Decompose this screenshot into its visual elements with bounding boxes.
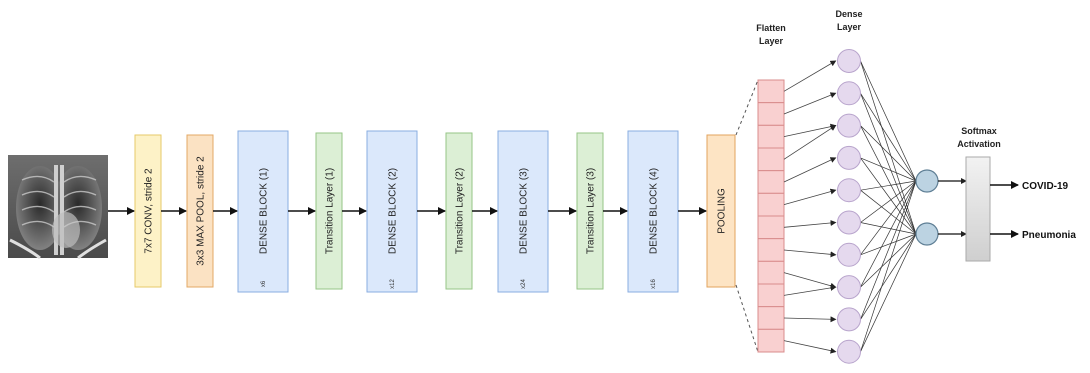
block-dense4: DENSE BLOCK (4) x16 bbox=[627, 130, 679, 293]
dense-to-output-connection bbox=[860, 180, 917, 288]
flatten-cell bbox=[757, 79, 785, 104]
block-multiplier-dense1: x6 bbox=[261, 280, 267, 287]
pooling-projection-lines bbox=[735, 79, 759, 353]
block-dense3: DENSE BLOCK (3) x24 bbox=[497, 130, 549, 293]
block-label-maxpool: 3x3 MAX POOL, stride 2 bbox=[196, 156, 207, 266]
dense-node bbox=[837, 49, 861, 73]
chest-xray-icon bbox=[8, 155, 108, 260]
dense-node bbox=[837, 307, 861, 332]
block-multiplier-dense4: x16 bbox=[651, 279, 657, 289]
softmax-title-line1: Softmax bbox=[961, 126, 997, 136]
output-node bbox=[915, 169, 939, 193]
block-trans3: Transition Layer (3) bbox=[576, 132, 604, 290]
dense-to-output-connection bbox=[860, 157, 917, 182]
dense-to-output-connection bbox=[860, 233, 917, 352]
block-label-dense3: DENSE BLOCK (3) bbox=[519, 168, 530, 254]
flatten-to-dense-connection bbox=[783, 249, 837, 258]
dense-to-output-connection bbox=[860, 180, 917, 223]
block-label-trans2: Transition Layer (2) bbox=[455, 168, 466, 254]
dense-to-output-connection bbox=[860, 189, 917, 235]
flatten-to-dense-connection bbox=[783, 188, 837, 206]
block-label-dense2: DENSE BLOCK (2) bbox=[388, 168, 399, 254]
dense-to-output-connection bbox=[860, 180, 917, 191]
dense-to-output-connection bbox=[860, 233, 917, 320]
softmax-activation-box bbox=[965, 156, 991, 262]
dense-to-output-connection bbox=[860, 222, 917, 235]
flatten-cell bbox=[757, 238, 785, 262]
output-label-pneumonia: Pneumonia bbox=[1022, 230, 1076, 241]
dense-to-output-connection bbox=[860, 157, 917, 235]
block-trans2: Transition Layer (2) bbox=[445, 132, 473, 290]
block-label-conv: 7x7 CONV, stride 2 bbox=[144, 168, 155, 254]
dense-node bbox=[837, 275, 861, 300]
block-label-dense1: DENSE BLOCK (1) bbox=[259, 168, 270, 254]
dense-to-output-connection bbox=[860, 233, 917, 288]
block-multiplier-dense2: x12 bbox=[390, 279, 396, 289]
block-maxpool: 3x3 MAX POOL, stride 2 bbox=[186, 134, 214, 288]
block-conv: 7x7 CONV, stride 2 bbox=[134, 134, 162, 288]
flatten-to-dense-connection bbox=[783, 284, 837, 296]
dense-node bbox=[837, 81, 861, 106]
flatten-layer bbox=[757, 79, 785, 353]
flatten-to-dense-connection bbox=[783, 340, 837, 354]
dense-to-output-connection bbox=[860, 125, 917, 235]
softmax-title-line2: Activation bbox=[957, 139, 1001, 149]
dense-to-output-connection bbox=[860, 180, 917, 256]
dense-node bbox=[837, 113, 861, 138]
dense-to-output-connection bbox=[860, 125, 917, 182]
flatten-cell bbox=[757, 147, 785, 172]
dense-node bbox=[837, 210, 861, 235]
flatten-cell bbox=[757, 124, 785, 149]
dense-node bbox=[837, 145, 861, 170]
dense-to-output-connection bbox=[860, 60, 917, 182]
dense-to-output-connection bbox=[860, 60, 917, 235]
dense-layer-nodes bbox=[837, 49, 861, 364]
flatten-layer-title-line2: Layer bbox=[759, 36, 784, 46]
output-node bbox=[915, 222, 939, 246]
flatten-to-dense-connection bbox=[783, 272, 837, 289]
flatten-to-dense-connection bbox=[783, 316, 837, 323]
dense-to-output-connection bbox=[860, 180, 917, 352]
dense-to-output-connection bbox=[860, 93, 917, 182]
dense-node bbox=[837, 178, 861, 203]
flatten-to-dense-connection bbox=[783, 60, 837, 92]
flatten-to-dense-connection bbox=[783, 123, 837, 138]
output-nodes bbox=[915, 169, 967, 246]
dense-layer-title-line2: Layer bbox=[837, 22, 862, 32]
block-label-pooling: POOLING bbox=[717, 188, 728, 234]
dense-node bbox=[837, 339, 861, 364]
block-dense1: DENSE BLOCK (1) x6 bbox=[237, 130, 289, 293]
block-label-trans3: Transition Layer (3) bbox=[586, 168, 597, 254]
block-dense2: DENSE BLOCK (2) x12 bbox=[366, 130, 418, 293]
dense-to-output-connection bbox=[860, 233, 917, 256]
flatten-cell bbox=[757, 192, 785, 217]
output-arrows bbox=[990, 181, 1019, 238]
flatten-to-dense-connection bbox=[783, 219, 837, 228]
flatten-cell bbox=[757, 215, 785, 240]
dense-to-output-connection bbox=[860, 180, 917, 320]
flatten-to-dense-connection bbox=[783, 92, 837, 115]
flatten-layer-title-line1: Flatten bbox=[756, 23, 786, 33]
flatten-to-dense-connection bbox=[783, 125, 837, 160]
block-trans1: Transition Layer (1) bbox=[315, 132, 343, 290]
flatten-cell bbox=[757, 102, 785, 126]
block-pooling: POOLING bbox=[706, 134, 736, 288]
flatten-cell bbox=[757, 306, 785, 330]
flatten-cell bbox=[757, 170, 785, 194]
dense-layer-title-line1: Dense bbox=[835, 9, 862, 19]
output-label-covid19: COVID-19 bbox=[1022, 181, 1069, 192]
block-label-dense4: DENSE BLOCK (4) bbox=[649, 168, 660, 254]
block-multiplier-dense3: x24 bbox=[521, 279, 527, 289]
flatten-cell bbox=[757, 328, 785, 353]
flatten-to-dense-connection bbox=[783, 157, 837, 183]
flatten-cell bbox=[757, 283, 785, 308]
block-label-trans1: Transition Layer (1) bbox=[325, 168, 336, 254]
flatten-cell bbox=[757, 260, 785, 285]
dense-node bbox=[837, 242, 861, 267]
